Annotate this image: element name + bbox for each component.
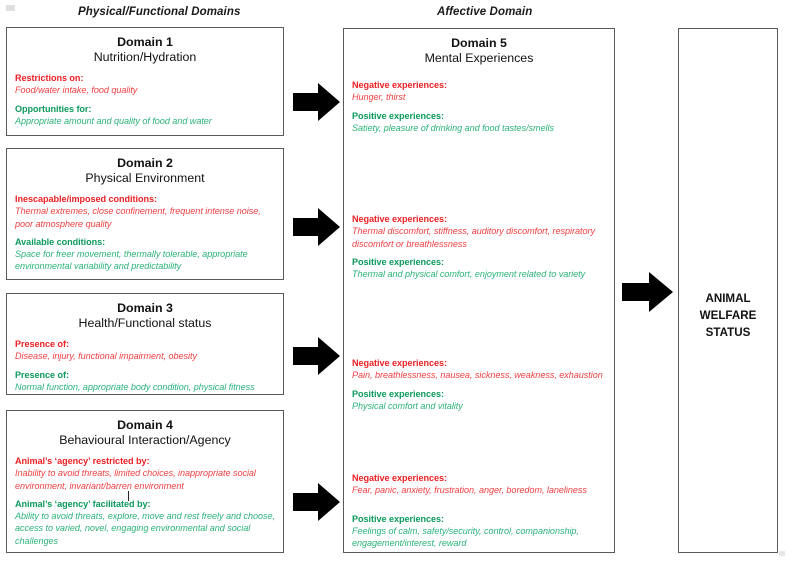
domain-5-group-1-positive-label: Positive experiences: — [352, 110, 444, 121]
domain-4-number: Domain 4 — [117, 418, 173, 432]
domain-5-group-4-negative-block: Negative experiences: Fear, panic, anxie… — [352, 472, 606, 497]
domain-1-negative-block: Restrictions on: Food/water intake, food… — [15, 72, 275, 97]
text-cursor-caret — [128, 491, 129, 501]
domain-2-negative-label: Inescapable/imposed conditions: — [15, 194, 157, 204]
animal-welfare-status-text: ANIMAL WELFARE STATUS — [679, 291, 777, 341]
domain-1-positive-label: Opportunities for: — [15, 103, 92, 114]
domain-5-group-4-positive-label: Positive experiences: — [352, 513, 444, 524]
domain-5-group-2-negative-block: Negative experiences: Thermal discomfort… — [352, 213, 606, 250]
domain-5-group-2: Negative experiences: Thermal discomfort… — [352, 207, 606, 280]
arrow-domain2-to-domain5 — [293, 208, 340, 246]
domain-5-group-1-negative-label: Negative experiences: — [352, 80, 447, 90]
domain-3-positive-label: Presence of: — [15, 369, 69, 380]
domain-2-positive-text: Space for freer movement, thermally tole… — [15, 249, 248, 272]
domain-5-number: Domain 5 — [451, 36, 507, 50]
status-line-1: ANIMAL — [705, 292, 751, 305]
domain-5-group-2-positive-label: Positive experiences: — [352, 256, 444, 267]
domain-4-box: Domain 4 Behavioural Interaction/Agency … — [6, 410, 284, 553]
domain-5-group-4-positive-text: Feelings of calm, safety/security, contr… — [352, 525, 579, 549]
domain-2-negative-block: Inescapable/imposed conditions: Thermal … — [15, 193, 275, 230]
domain-5-group-3-positive-text: Physical comfort and vitality — [352, 400, 463, 411]
domain-2-negative-text: Thermal extremes, close confinement, fre… — [15, 206, 261, 229]
domain-3-negative-label: Presence of: — [15, 339, 69, 349]
domain-4-title: Behavioural Interaction/Agency — [59, 433, 231, 448]
arrow-domain1-to-domain5 — [293, 83, 340, 121]
domain-3-box: Domain 3 Health/Functional status Presen… — [6, 293, 284, 395]
domain-1-number: Domain 1 — [117, 35, 173, 49]
domain-1-box: Domain 1 Nutrition/Hydration Restriction… — [6, 27, 284, 136]
domain-5-group-1-negative-text: Hunger, thirst — [352, 92, 406, 103]
domain-3-positive-text: Normal function, appropriate body condit… — [15, 381, 255, 392]
domain-5-group-3-negative-block: Negative experiences: Pain, breathlessne… — [352, 357, 606, 382]
domain-5-group-1-negative-block: Negative experiences: Hunger, thirst — [352, 79, 606, 104]
domain-3-negative-text: Disease, injury, functional impairment, … — [15, 351, 197, 362]
domain-3-number: Domain 3 — [117, 301, 173, 315]
column-header-physical-functional: Physical/Functional Domains — [78, 6, 241, 18]
animal-welfare-status-box: ANIMAL WELFARE STATUS — [678, 28, 778, 553]
domain-2-positive-label: Available conditions: — [15, 236, 106, 247]
arrow-domain4-to-domain5 — [293, 483, 340, 521]
domain-1-title: Nutrition/Hydration — [93, 50, 197, 65]
domain-1-positive-block: Opportunities for: Appropriate amount an… — [15, 103, 275, 128]
domain-2-box: Domain 2 Physical Environment Inescapabl… — [6, 148, 284, 280]
domain-5-group-3-positive-block: Positive experiences: Physical comfort a… — [352, 388, 606, 413]
domain-2-number: Domain 2 — [117, 156, 173, 170]
domain-5-group-4: Negative experiences: Fear, panic, anxie… — [352, 466, 606, 549]
domain-4-positive-block: Animal’s ‘agency’ facilitated by: Abilit… — [15, 498, 275, 547]
domain-2-title: Physical Environment — [85, 171, 205, 186]
domain-5-group-2-positive-block: Positive experiences: Thermal and physic… — [352, 256, 606, 281]
status-line-2: WELFARE — [699, 308, 757, 322]
domain-1-negative-label: Restrictions on: — [15, 73, 84, 83]
domain-5-group-4-negative-text: Fear, panic, anxiety, frustration, anger… — [352, 485, 587, 496]
domain-4-positive-text: Ability to avoid threats, explore, move … — [15, 511, 276, 546]
domain-5-group-2-negative-label: Negative experiences: — [352, 214, 447, 224]
domain-1-negative-text: Food/water intake, food quality — [15, 85, 138, 96]
domain-3-title: Health/Functional status — [78, 316, 212, 331]
domain-5-group-1-positive-text: Satiety, pleasure of drinking and food t… — [352, 122, 554, 133]
domain-5-title: Mental Experiences — [424, 51, 534, 66]
corner-artifact — [6, 5, 15, 11]
domain-5-group-1: Negative experiences: Hunger, thirst Pos… — [352, 73, 606, 134]
domain-5-group-2-positive-text: Thermal and physical comfort, enjoyment … — [352, 269, 586, 280]
domain-2-positive-block: Available conditions: Space for freer mo… — [15, 236, 275, 273]
domain-1-positive-text: Appropriate amount and quality of food a… — [15, 115, 212, 126]
corner-artifact-bottom-right — [779, 551, 785, 556]
domain-4-negative-label: Animal’s ‘agency’ restricted by: — [15, 456, 150, 466]
domain-5-group-4-negative-label: Negative experiences: — [352, 473, 447, 483]
domain-5-group-1-positive-block: Positive experiences: Satiety, pleasure … — [352, 110, 606, 135]
domain-3-negative-block: Presence of: Disease, injury, functional… — [15, 338, 275, 363]
domain-4-negative-block: Animal’s ‘agency’ restricted by: Inabili… — [15, 455, 275, 492]
domain-5-group-3-negative-label: Negative experiences: — [352, 358, 447, 368]
domain-4-negative-text: Inability to avoid threats, limited choi… — [15, 468, 256, 491]
domain-4-positive-label: Animal’s ‘agency’ facilitated by: — [15, 498, 151, 509]
column-header-affective: Affective Domain — [437, 6, 533, 18]
domain-3-positive-block: Presence of: Normal function, appropriat… — [15, 369, 275, 394]
domain-5-box: Domain 5 Mental Experiences Negative exp… — [343, 28, 615, 553]
status-line-3: STATUS — [705, 325, 751, 339]
domain-5-group-3: Negative experiences: Pain, breathlessne… — [352, 351, 606, 412]
arrow-domain5-to-status — [622, 272, 673, 312]
domain-5-group-2-negative-text: Thermal discomfort, stiffness, auditory … — [352, 226, 595, 249]
domain-5-group-3-negative-text: Pain, breathlessness, nausea, sickness, … — [352, 370, 603, 381]
arrow-domain3-to-domain5 — [293, 337, 340, 375]
domain-5-group-4-positive-block: Positive experiences: Feelings of calm, … — [352, 513, 606, 550]
domain-5-group-3-positive-label: Positive experiences: — [352, 388, 444, 399]
